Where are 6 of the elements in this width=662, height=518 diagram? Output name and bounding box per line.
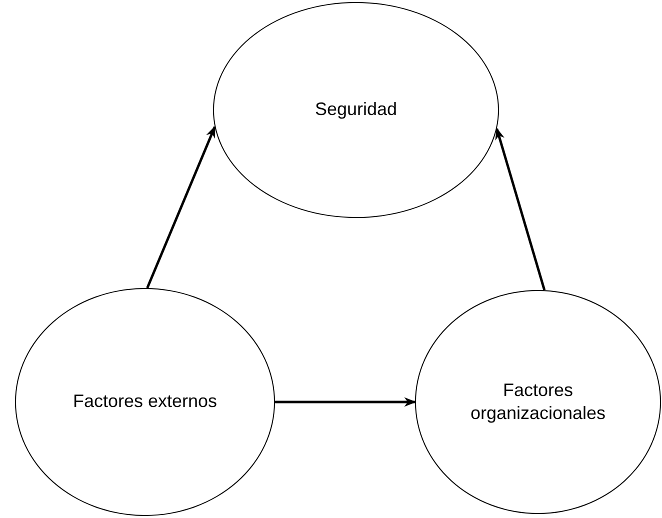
node-label: Factores externos <box>72 390 218 414</box>
node-label: Seguridad <box>314 98 398 122</box>
arrow <box>146 126 216 288</box>
arrow <box>495 128 546 290</box>
arrow <box>275 397 416 407</box>
node-label: Factores organizacionales <box>469 378 607 425</box>
